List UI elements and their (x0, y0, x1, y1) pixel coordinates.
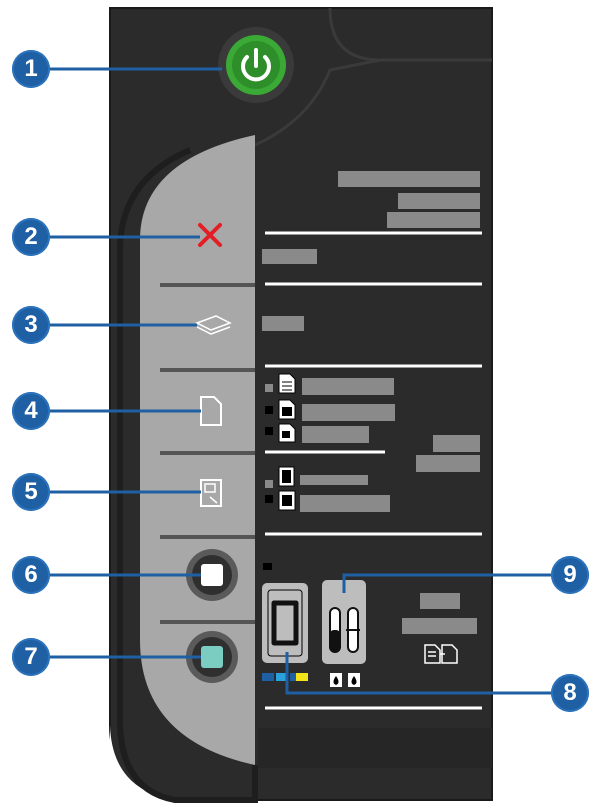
scan-icon (195, 315, 232, 335)
photo-copy-button[interactable] (190, 475, 230, 515)
callout-2: 2 (12, 218, 50, 256)
power-button[interactable] (218, 27, 294, 103)
callout-leaders (50, 67, 553, 695)
panel-seam-2 (254, 58, 381, 147)
document-icon (200, 396, 222, 426)
bottom-slot (258, 728, 492, 768)
ink-drop-icon (351, 676, 357, 685)
ink-drop-icon (333, 676, 339, 685)
x-icon (198, 223, 222, 247)
mode-indicators (263, 384, 273, 570)
callout-4: 4 (12, 392, 50, 430)
callout-7: 7 (12, 638, 50, 676)
panel-rules (265, 231, 482, 710)
color-copy-button[interactable] (186, 631, 238, 683)
power-icon (241, 48, 271, 82)
ink-level-gauge (322, 580, 366, 687)
callout-5: 5 (12, 473, 50, 511)
callout-6: 6 (12, 556, 50, 594)
callout-1: 1 (12, 50, 50, 88)
photo-icon (278, 399, 296, 511)
button-strip-shadow (117, 147, 258, 803)
strip-dividers (160, 283, 255, 624)
black-copy-button[interactable] (186, 549, 238, 601)
cancel-button[interactable] (190, 215, 230, 255)
document-copy-button[interactable] (190, 390, 230, 430)
copies-icon (424, 644, 458, 664)
callout-8: 8 (551, 674, 589, 712)
callout-9: 9 (551, 556, 589, 594)
copy-count-display (262, 583, 308, 681)
callout-3: 3 (12, 306, 50, 344)
document-icon (278, 373, 296, 394)
button-strip (140, 135, 255, 765)
label-blocks (262, 171, 480, 634)
scan-button[interactable] (190, 312, 232, 338)
panel-corner (110, 725, 175, 800)
